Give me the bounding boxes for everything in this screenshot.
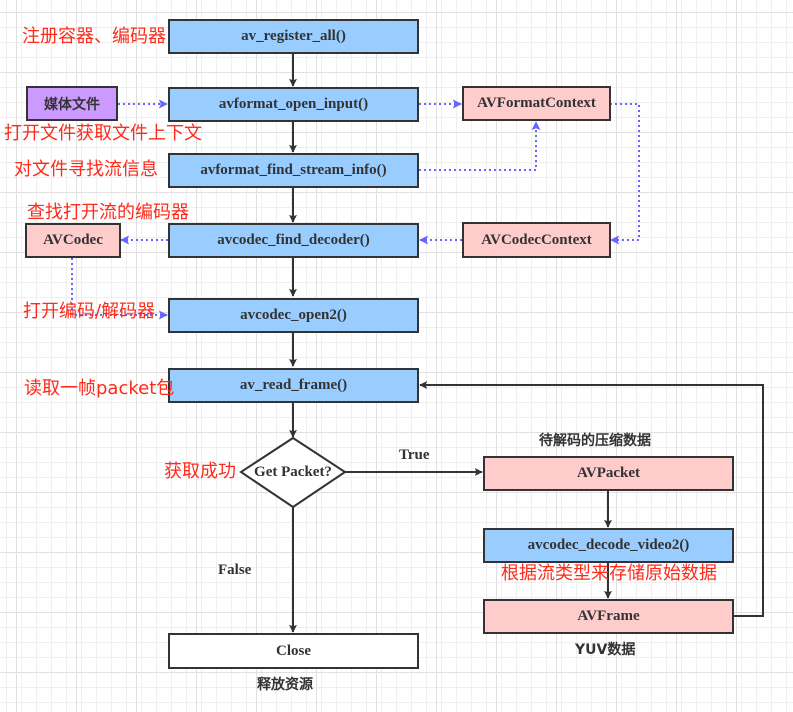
- caption-compressed-data: 待解码的压缩数据: [539, 433, 651, 449]
- node-avcodeccontext[interactable]: AVCodecContext: [462, 222, 611, 258]
- node-avformatcontext[interactable]: AVFormatContext: [462, 86, 611, 121]
- node-avframe[interactable]: AVFrame: [483, 599, 734, 634]
- link-find-stream-to-format-context: [419, 121, 541, 171]
- annotation-got-packet: 获取成功: [164, 461, 236, 482]
- annotation-register: 注册容器、编码器: [22, 26, 166, 47]
- edge-label-true: True: [399, 447, 430, 463]
- caption-release-resources: 释放资源: [257, 677, 313, 693]
- node-avcodec-open2[interactable]: avcodec_open2(): [168, 298, 419, 333]
- node-avpacket[interactable]: AVPacket: [483, 456, 734, 491]
- node-avcodec-decode-video2[interactable]: avcodec_decode_video2(): [483, 528, 734, 563]
- annotation-read-packet: 读取一帧packet包: [24, 378, 175, 399]
- node-media-file[interactable]: 媒体文件: [26, 86, 118, 121]
- link-format-context-to-codec-context: [610, 103, 640, 245]
- node-avcodec-find-decoder[interactable]: avcodec_find_decoder(): [168, 223, 419, 258]
- node-av-register-all[interactable]: av_register_all(): [168, 19, 419, 54]
- node-decision-get-packet[interactable]: Get Packet?: [254, 464, 332, 480]
- annotation-open-file: 打开文件获取文件上下文: [4, 123, 202, 144]
- node-avformat-find-stream-info[interactable]: avformat_find_stream_info(): [168, 153, 419, 188]
- annotation-find-stream: 对文件寻找流信息: [14, 159, 158, 180]
- node-av-read-frame[interactable]: av_read_frame(): [168, 368, 419, 403]
- annotation-open-codec: 打开编码/解码器: [23, 301, 156, 322]
- node-close[interactable]: Close: [168, 633, 419, 669]
- node-avformat-open-input[interactable]: avformat_open_input(): [168, 87, 419, 122]
- edge-label-false: False: [218, 562, 252, 578]
- caption-yuv-data: YUV数据: [575, 642, 636, 658]
- annotation-find-codec: 查找打开流的编码器: [27, 202, 189, 223]
- annotation-store-raw: 根据流类型来存储原始数据: [501, 563, 717, 584]
- node-avcodec[interactable]: AVCodec: [25, 223, 121, 258]
